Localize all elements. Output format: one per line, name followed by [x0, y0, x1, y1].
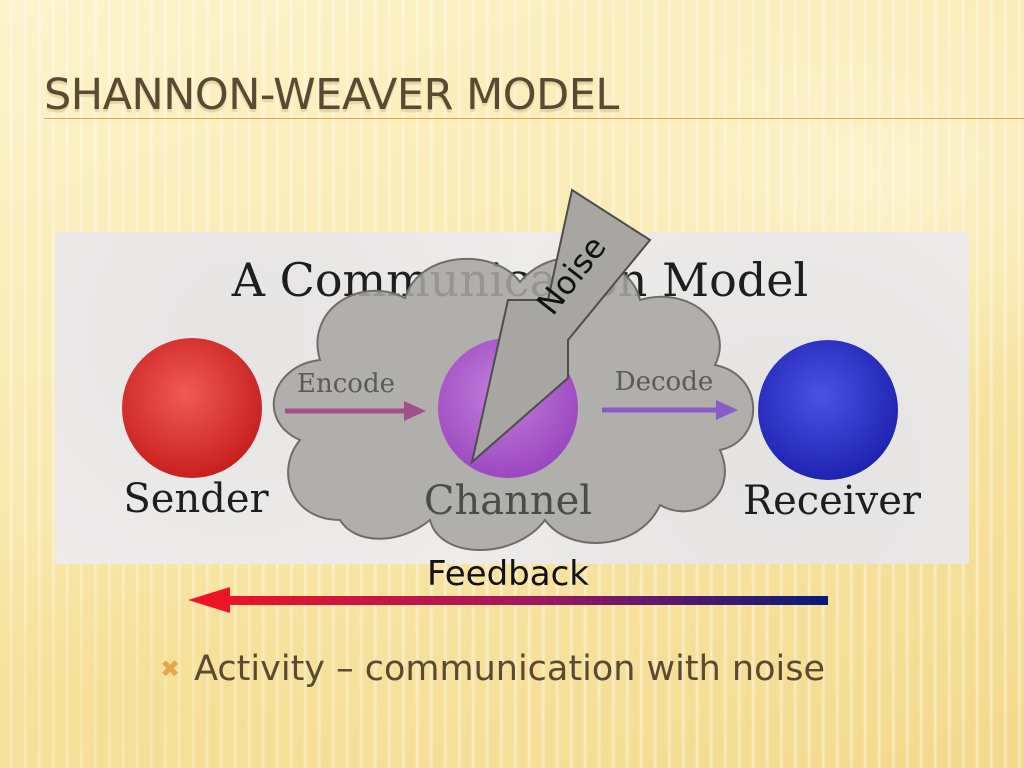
sender-node	[122, 338, 262, 478]
sender-label: Sender	[123, 476, 269, 522]
feedback-arrow-head	[188, 587, 230, 613]
receiver-label: Receiver	[743, 478, 922, 524]
encode-label: Encode	[297, 369, 395, 399]
feedback-arrow-line	[225, 596, 828, 605]
channel-label: Channel	[424, 478, 592, 524]
feedback-label: Feedback	[427, 554, 589, 594]
receiver-node	[758, 340, 898, 480]
bullet-item: ✖ Activity – communication with noise	[160, 644, 825, 694]
slide-title: SHANNON-WEAVER MODEL	[44, 70, 619, 120]
noise-bolt-shape	[470, 188, 652, 465]
title-rule	[44, 118, 1024, 119]
decode-arrow-head	[716, 400, 738, 420]
bullet-text: Activity – communication with noise	[194, 649, 826, 689]
cross-bullet-icon: ✖	[160, 655, 181, 683]
encode-arrow-head	[404, 401, 426, 421]
decode-label: Decode	[615, 367, 713, 397]
